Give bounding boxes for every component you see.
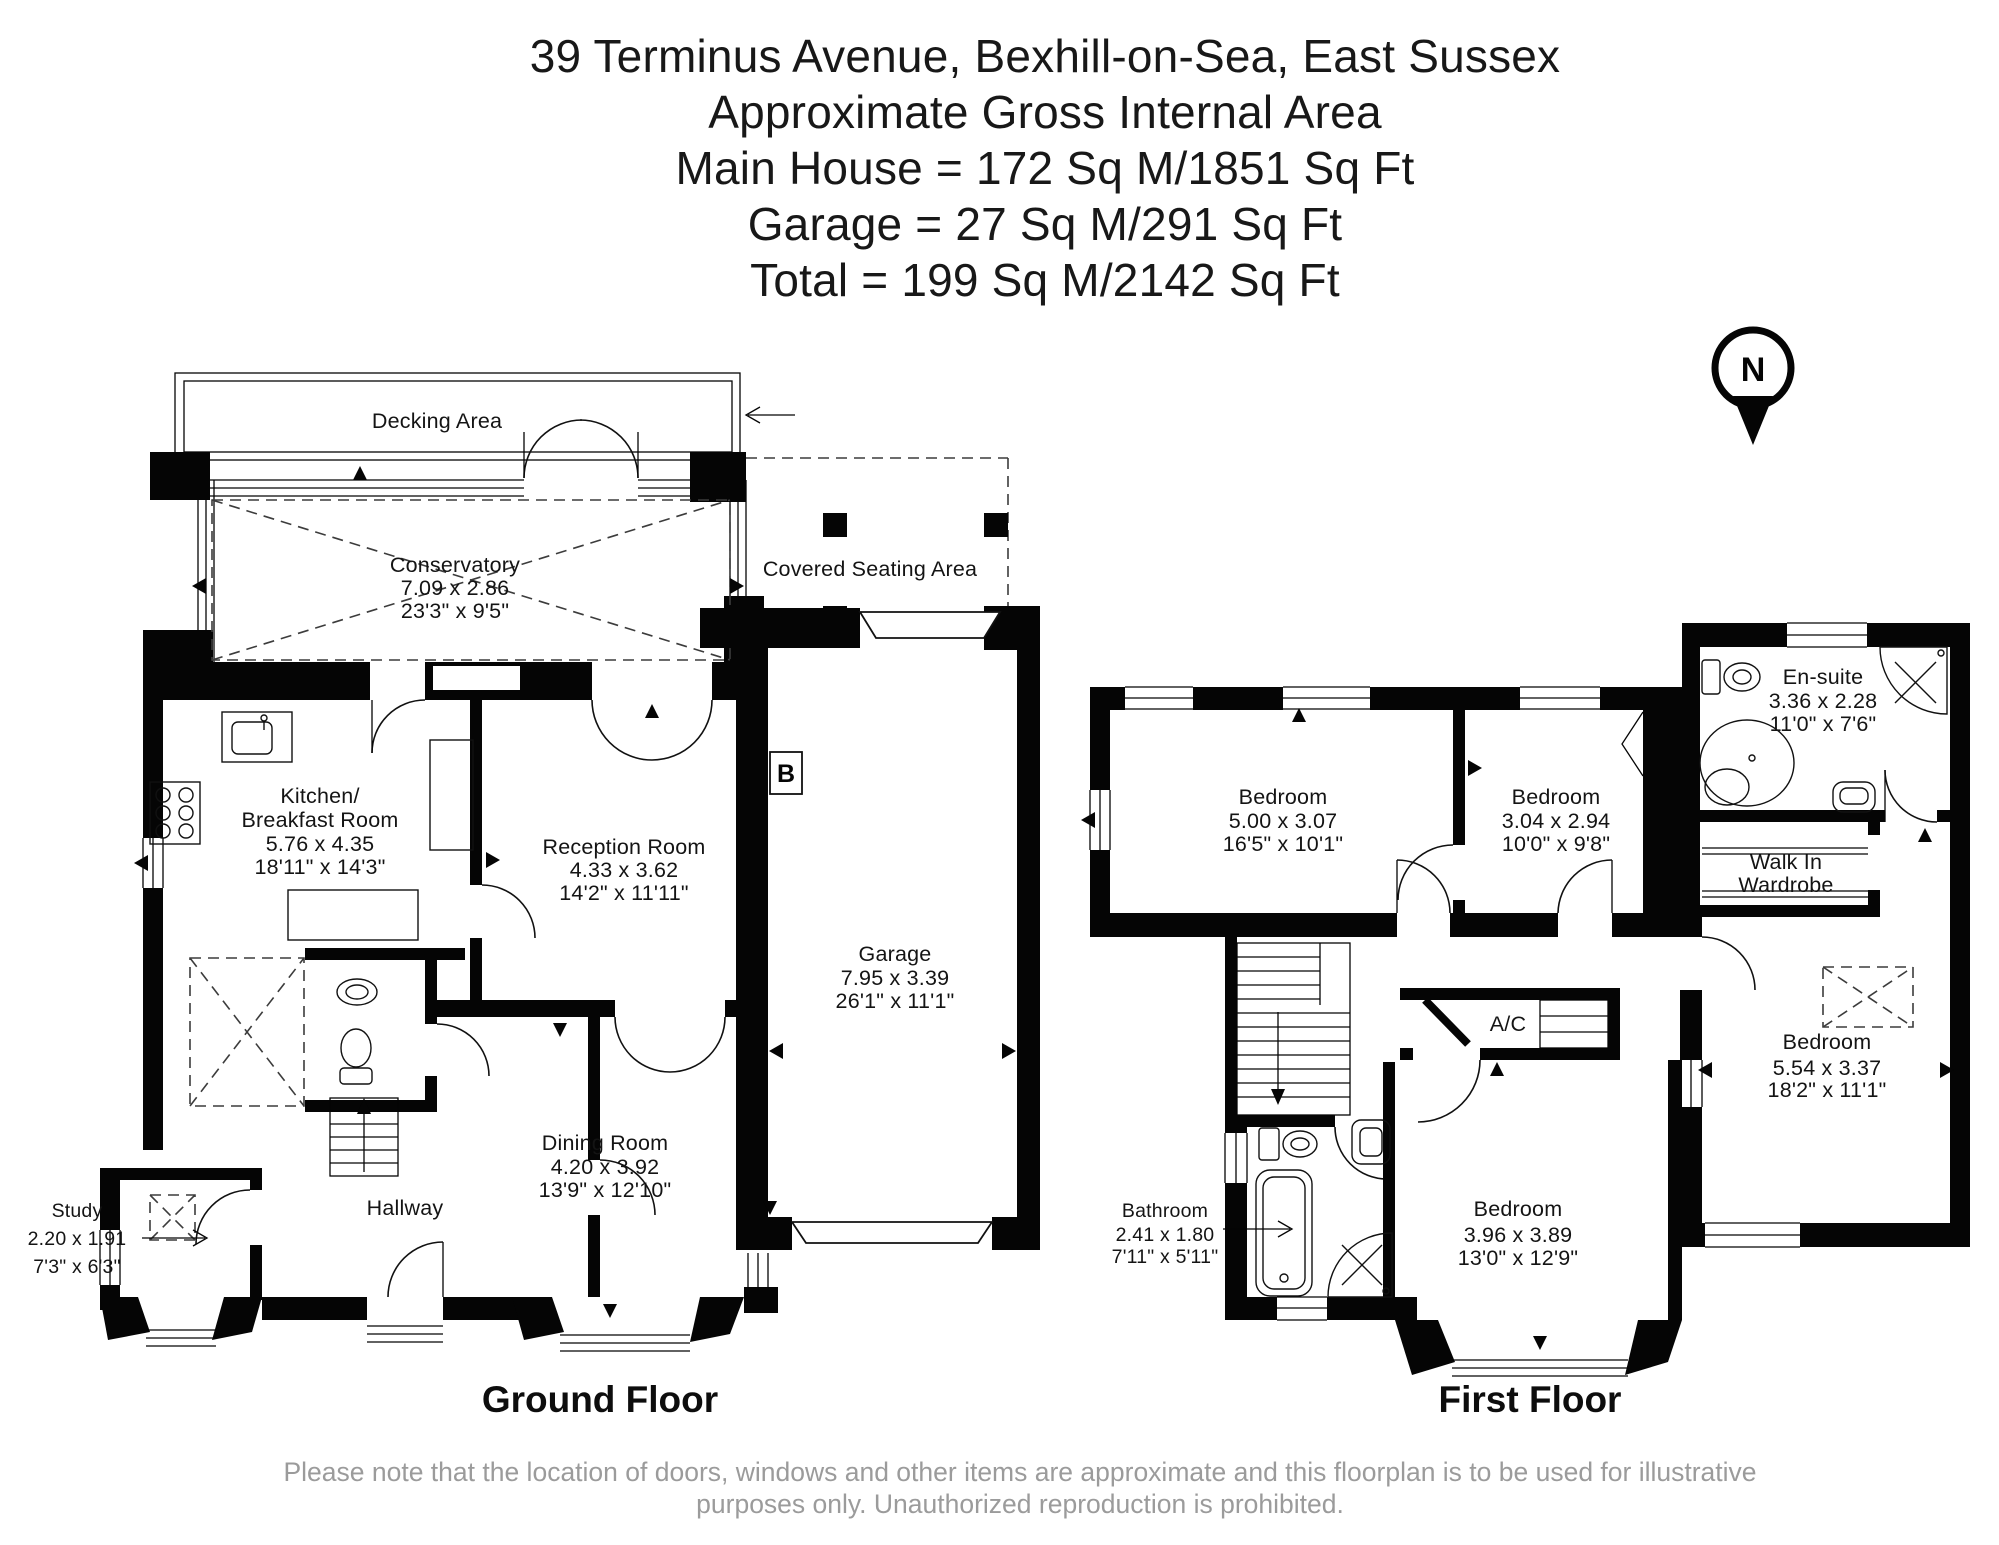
room-kitchen-label1: Kitchen/	[280, 784, 359, 808]
room-bedroom1-imperial: 16'5" x 10'1"	[1223, 832, 1344, 856]
room-ensuite-metric: 3.36 x 2.28	[1769, 689, 1878, 713]
title-main-house: Main House = 172 Sq M/1851 Sq Ft	[676, 142, 1415, 194]
wc-basin-icon	[336, 978, 378, 1006]
staircase-first	[1236, 942, 1351, 1116]
north-label: N	[1741, 351, 1766, 389]
room-kitchen-metric: 5.76 x 4.35	[266, 832, 375, 856]
staircase-ground	[329, 1097, 399, 1177]
room-bathroom-imperial: 7'11" x 5'11"	[1112, 1246, 1219, 1268]
bathroom-shower-icon	[1327, 1232, 1393, 1298]
room-reception-imperial: 14'2" x 11'11"	[559, 881, 688, 905]
room-walkin-label2: Wardrobe	[1738, 873, 1833, 897]
north-arrow-icon: N	[1711, 326, 1795, 445]
conservatory-walls	[197, 479, 747, 668]
room-conservatory-imperial: 23'3" x 9'5"	[401, 599, 509, 623]
room-hallway-label: Hallway	[367, 1196, 444, 1220]
room-bedroom3-metric: 5.54 x 3.37	[1773, 1056, 1882, 1080]
room-dining-metric: 4.20 x 3.92	[551, 1155, 660, 1179]
room-bedroom2-label: Bedroom	[1512, 785, 1601, 809]
room-bedroom1-metric: 5.00 x 3.07	[1229, 809, 1338, 833]
disclaimer-line2: purposes only. Unauthorized reproduction…	[696, 1489, 1344, 1519]
room-ac-label: A/C	[1490, 1012, 1526, 1036]
title-area-head: Approximate Gross Internal Area	[708, 86, 1382, 138]
room-conservatory-metric: 7.09 x 2.86	[401, 576, 510, 600]
first-floor-plan: Bedroom 5.00 x 3.07 16'5" x 10'1" Bedroo…	[1081, 622, 1970, 1420]
bathroom-basin-icon	[1351, 1119, 1391, 1165]
first-floor-title: First Floor	[1439, 1379, 1622, 1420]
room-conservatory-label: Conservatory	[390, 553, 520, 577]
room-bedroom4-label: Bedroom	[1474, 1197, 1563, 1221]
room-reception-label: Reception Room	[543, 835, 706, 859]
bathroom-bath-icon	[1255, 1169, 1313, 1297]
room-bedroom4-imperial: 13'0" x 12'9"	[1458, 1246, 1579, 1270]
room-study-metric: 2.20 x 1.91	[28, 1228, 127, 1250]
ensuite-bath-icon	[1699, 719, 1795, 807]
annotation-b-label: B	[777, 760, 795, 788]
wc-toilet-icon	[339, 1028, 373, 1085]
room-study-label: Study	[52, 1200, 103, 1222]
room-dining-imperial: 13'9" x 12'10"	[539, 1178, 672, 1202]
room-walkin-label1: Walk In	[1750, 850, 1822, 874]
room-reception-metric: 4.33 x 3.62	[570, 858, 679, 882]
disclaimer-line1: Please note that the location of doors, …	[283, 1457, 1756, 1487]
room-bedroom2-imperial: 10'0" x 9'8"	[1502, 832, 1610, 856]
ensuite-shower-icon	[1879, 646, 1948, 715]
title-block: 39 Terminus Avenue, Bexhill-on-Sea, East…	[530, 30, 1561, 306]
title-garage: Garage = 27 Sq M/291 Sq Ft	[748, 198, 1343, 250]
bathroom-toilet-icon	[1258, 1127, 1318, 1161]
ensuite-basin-icon	[1832, 781, 1876, 813]
room-garage-label: Garage	[859, 942, 932, 966]
room-kitchen-label2: Breakfast Room	[242, 808, 399, 832]
room-bedroom3-imperial: 18'2" x 11'1"	[1768, 1078, 1887, 1102]
room-kitchen-imperial: 18'11" x 14'3"	[254, 855, 385, 879]
room-decking-label: Decking Area	[372, 409, 502, 433]
room-dining-label: Dining Room	[542, 1131, 668, 1155]
stove-icon	[149, 781, 201, 845]
title-total: Total = 199 Sq M/2142 Sq Ft	[750, 254, 1340, 306]
room-study-imperial: 7'3" x 6'3"	[33, 1256, 120, 1278]
disclaimer: Please note that the location of doors, …	[283, 1457, 1756, 1519]
room-bedroom4-metric: 3.96 x 3.89	[1464, 1223, 1573, 1247]
room-bedroom2-metric: 3.04 x 2.94	[1502, 809, 1611, 833]
room-ensuite-label: En-suite	[1783, 665, 1863, 689]
room-bedroom3-label: Bedroom	[1783, 1030, 1872, 1054]
room-bedroom1-label: Bedroom	[1239, 785, 1328, 809]
ground-floor-plan: Decking Area Conservatory 7.09 x 2.86 23…	[28, 372, 1040, 1420]
room-garage-imperial: 26'1" x 11'1"	[836, 989, 955, 1013]
kitchen-sink-icon	[221, 711, 293, 763]
room-bathroom-metric: 2.41 x 1.80	[1116, 1224, 1215, 1246]
ensuite-toilet-icon	[1701, 659, 1761, 695]
room-ensuite-imperial: 11'0" x 7'6"	[1770, 712, 1877, 736]
room-covered-seating-label: Covered Seating Area	[763, 557, 977, 581]
room-bathroom-label: Bathroom	[1122, 1200, 1208, 1222]
ground-floor-title: Ground Floor	[482, 1379, 718, 1420]
title-address: 39 Terminus Avenue, Bexhill-on-Sea, East…	[530, 30, 1561, 82]
room-garage-metric: 7.95 x 3.39	[841, 966, 950, 990]
kitchen-unit	[287, 889, 419, 941]
